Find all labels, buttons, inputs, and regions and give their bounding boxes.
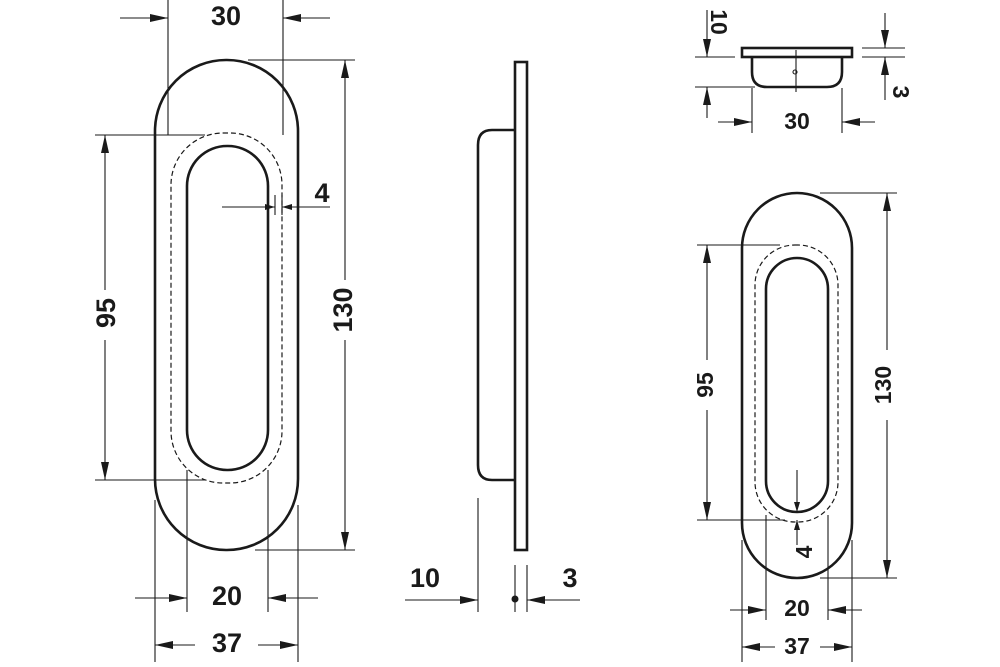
dim-width: 30 xyxy=(784,108,810,134)
dim-plate: 3 xyxy=(562,563,577,593)
plate-outline xyxy=(513,60,529,552)
outer-outline xyxy=(740,191,854,580)
dim-total-width: 37 xyxy=(212,628,242,658)
top-view: 10 3 30 xyxy=(695,9,914,134)
outer-outline xyxy=(153,58,300,552)
side-view: 10 3 xyxy=(405,60,580,612)
dim-width-top: 30 xyxy=(211,1,241,31)
left-front-view: 30 130 95 4 20 37 xyxy=(91,0,358,662)
plate-outline xyxy=(740,46,854,59)
body-outline xyxy=(476,128,515,482)
dim-plate: 3 xyxy=(888,86,914,99)
dim-wall: 4 xyxy=(314,178,329,208)
dim-depth: 10 xyxy=(706,9,732,35)
right-front-view: 130 95 4 20 37 xyxy=(692,191,897,662)
body-outline xyxy=(750,57,844,89)
dim-total-width: 37 xyxy=(784,633,810,659)
dim-depth: 10 xyxy=(410,563,440,593)
dim-height-total: 130 xyxy=(870,366,896,404)
hidden-line xyxy=(754,244,839,523)
dim-height-inner: 95 xyxy=(91,298,121,328)
dim-opening-width: 20 xyxy=(784,595,810,621)
dim-opening-width: 20 xyxy=(212,581,242,611)
dim-wall: 4 xyxy=(791,545,817,558)
dim-height-total: 130 xyxy=(328,287,358,332)
dim-height-inner: 95 xyxy=(692,372,718,398)
hidden-line xyxy=(170,132,283,484)
inner-opening xyxy=(185,144,270,472)
